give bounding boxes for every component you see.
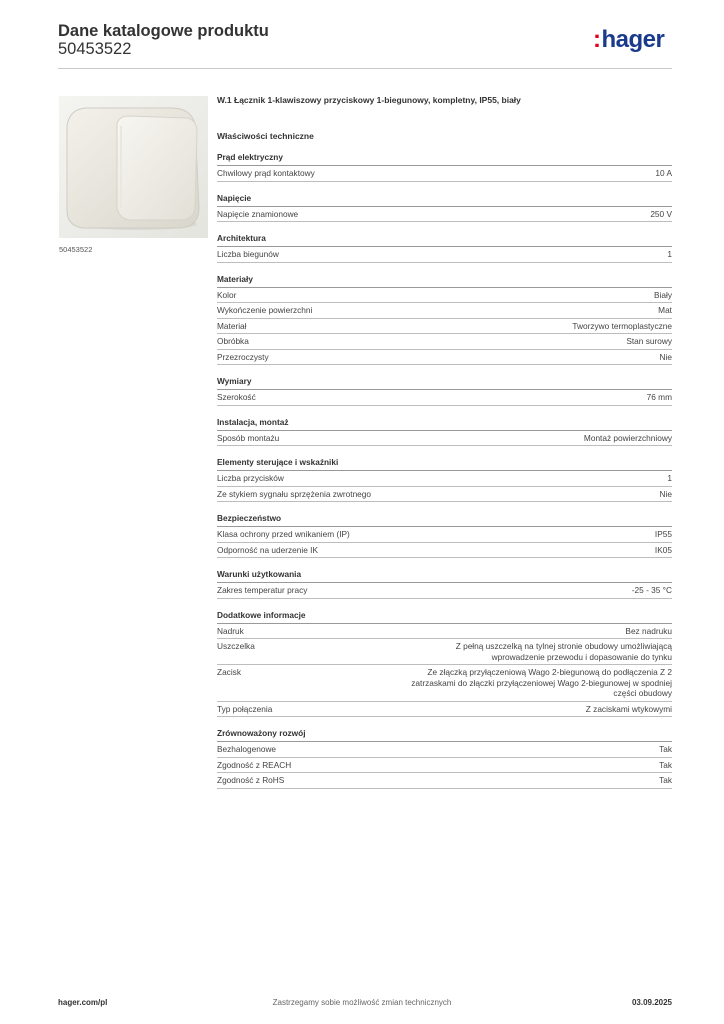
property-value: 1	[667, 473, 672, 483]
section-title: Zrównoważony rozwój	[217, 728, 672, 742]
property-row: Szerokość 76 mm	[217, 390, 672, 406]
property-row: Kolor Biały	[217, 288, 672, 303]
property-label: Napięcie znamionowe	[217, 208, 299, 219]
page-title: Dane katalogowe produktu	[58, 22, 269, 40]
product-number: 50453522	[58, 40, 132, 58]
property-label: Zgodność z RoHS	[217, 775, 285, 785]
property-value: Montaż powierzchniowy	[583, 432, 672, 443]
property-label: Przezroczysty	[217, 351, 269, 362]
property-label: Obróbka	[217, 336, 249, 346]
property-value: Nie	[659, 488, 672, 499]
property-row: Materiał Tworzywo termoplastyczne	[217, 319, 672, 334]
property-row: Odporność na uderzenie IK IK05	[217, 543, 672, 558]
property-value: Mat	[658, 305, 672, 315]
section-title: Napięcie	[217, 193, 672, 207]
section-title: Architektura	[217, 233, 672, 247]
property-label: Wykończenie powierzchni	[217, 305, 313, 315]
property-label: Szerokość	[217, 392, 256, 402]
property-row: Przezroczysty Nie	[217, 350, 672, 365]
section-title: Materiały	[217, 274, 672, 288]
property-label: Uszczelka	[217, 641, 255, 651]
property-label: Nadruk	[217, 625, 244, 636]
property-label: Zakres temperatur pracy	[217, 585, 308, 595]
property-value: Z pełną uszczelką na tylnej stronie obud…	[455, 641, 672, 662]
property-value: Tak	[659, 759, 672, 770]
property-value: Stan surowy	[626, 336, 672, 346]
property-value: Biały	[654, 289, 672, 300]
property-row: Sposób montażu Montaż powierzchniowy	[217, 431, 672, 446]
property-label: Liczba biegunów	[217, 249, 279, 259]
section-title: Wymiary	[217, 376, 672, 390]
property-value: 250 V	[650, 208, 672, 219]
property-row: Zacisk Ze złączką przyłączeniową Wago 2-b…	[217, 665, 672, 702]
property-row: Napięcie znamionowe 250 V	[217, 207, 672, 222]
property-label: Bezhalogenowe	[217, 744, 277, 754]
property-label: Zgodność z REACH	[217, 759, 292, 770]
property-value: Bez nadruku	[625, 625, 672, 636]
product-image-caption: 50453522	[59, 245, 93, 254]
section-title: Elementy sterujące i wskaźniki	[217, 457, 672, 471]
section-title: Prąd elektryczny	[217, 152, 672, 166]
property-label: Materiał	[217, 320, 247, 331]
section-title: Warunki użytkowania	[217, 569, 672, 583]
property-value: 1	[667, 249, 672, 259]
logo-text: hager	[601, 26, 665, 53]
properties-heading: Właściwości techniczne	[217, 131, 314, 141]
property-label: Sposób montażu	[217, 432, 280, 443]
property-label: Chwilowy prąd kontaktowy	[217, 168, 315, 178]
property-value: Ze złączką przyłączeniową Wago 2-bieguno…	[411, 667, 672, 698]
section-title: Instalacja, montaż	[217, 417, 672, 431]
property-row: Obróbka Stan surowy	[217, 334, 672, 350]
property-value: Z zaciskami wtykowymi	[585, 703, 672, 714]
property-row: Ze stykiem sygnału sprzężenia zwrotnego N…	[217, 487, 672, 502]
property-value: 10 A	[655, 168, 672, 178]
property-label: Kolor	[217, 289, 237, 300]
property-row: Chwilowy prąd kontaktowy 10 A	[217, 166, 672, 182]
property-row: Klasa ochrony przed wnikaniem (IP) IP55	[217, 527, 672, 543]
footer-date: 03.09.2025	[631, 998, 672, 1007]
property-row: Liczba przycisków 1	[217, 471, 672, 487]
property-label: Zacisk	[217, 667, 241, 677]
property-row: Zgodność z RoHS Tak	[217, 773, 672, 789]
footer-notice: Zastrzegamy sobie możliwość zmian techni…	[272, 998, 452, 1007]
property-value: Tworzywo termoplastyczne	[572, 320, 672, 331]
property-row: Nadruk Bez nadruku	[217, 624, 672, 639]
property-label: Klasa ochrony przed wnikaniem (IP)	[217, 529, 350, 539]
product-details: W.1 Łącznik 1-klawiszowy przyciskowy 1-b…	[217, 94, 672, 789]
footer-website[interactable]: hager.com/pl	[58, 998, 108, 1007]
switch-illustration	[59, 96, 208, 238]
property-row: Zakres temperatur pracy -25 - 35 °C	[217, 583, 672, 599]
property-row: Liczba biegunów 1	[217, 247, 672, 263]
hager-logo: :hager	[593, 26, 665, 54]
property-label: Odporność na uderzenie IK	[217, 544, 319, 555]
product-name: W.1 Łącznik 1-klawiszowy przyciskowy 1-b…	[217, 95, 521, 105]
property-row: Uszczelka Z pełną uszczelką na tylnej str…	[217, 639, 672, 665]
property-value: 76 mm	[646, 392, 672, 402]
property-row: Typ połączenia Z zaciskami wtykowymi	[217, 702, 672, 717]
property-label: Typ połączenia	[217, 703, 273, 714]
property-value: Nie	[659, 351, 672, 362]
property-row: Wykończenie powierzchni Mat	[217, 303, 672, 319]
property-label: Ze stykiem sygnału sprzężenia zwrotnego	[217, 488, 372, 499]
property-value: Tak	[659, 775, 672, 785]
property-value: -25 - 35 °C	[631, 585, 672, 595]
logo-colon: :	[593, 26, 601, 53]
property-label: Liczba przycisków	[217, 473, 284, 483]
header-divider	[58, 68, 672, 69]
section-title: Dodatkowe informacje	[217, 610, 672, 624]
property-value: Tak	[659, 744, 672, 754]
product-image	[59, 96, 208, 238]
property-value: IK05	[654, 544, 672, 555]
property-row: Zgodność z REACH Tak	[217, 758, 672, 773]
property-value: IP55	[654, 529, 672, 539]
property-row: Bezhalogenowe Tak	[217, 742, 672, 758]
section-title: Bezpieczeństwo	[217, 513, 672, 527]
